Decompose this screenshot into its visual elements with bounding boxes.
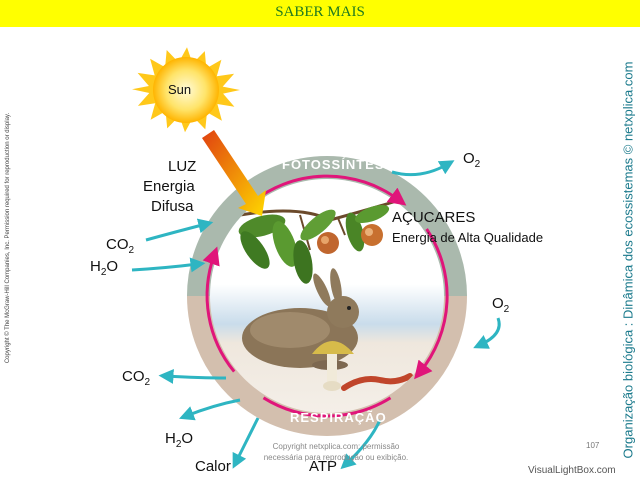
footer-copyright-line2: necessária para reprodução ou exibição. bbox=[263, 453, 409, 462]
footer-copyright-line1: Copyright netxplica.com: permissão bbox=[272, 442, 400, 451]
worm-icon bbox=[341, 373, 413, 391]
sun-label: Sun bbox=[168, 82, 192, 97]
co2-input-label: CO2 bbox=[106, 236, 135, 256]
exchange-arrows bbox=[131, 160, 501, 470]
atp-label: ATP bbox=[309, 458, 338, 475]
diffuse-label: Difusa bbox=[151, 198, 194, 215]
water-input-label: H2O bbox=[90, 258, 119, 278]
sugars-title: AÇUCARES bbox=[392, 209, 476, 226]
oxygen-input-label: O2 bbox=[492, 295, 510, 315]
heat-label: Calor bbox=[195, 458, 231, 475]
tree-branch-icon bbox=[238, 198, 401, 284]
water-output-label: H2O bbox=[165, 430, 194, 450]
page-number: 107 bbox=[586, 441, 600, 450]
cycle-arrows bbox=[202, 174, 449, 418]
sugars-subtitle: Energia de Alta Qualidade bbox=[392, 230, 544, 245]
co2-output-label: CO2 bbox=[122, 368, 151, 388]
footer-copyright: Copyright netxplica.com: permissão neces… bbox=[236, 441, 436, 463]
page-title: SABER MAIS bbox=[275, 4, 365, 20]
sun-icon bbox=[132, 47, 240, 133]
mushroom-icon bbox=[312, 341, 354, 391]
light-ray-icon bbox=[202, 130, 266, 216]
apple-icon bbox=[317, 224, 383, 254]
photosynthesis-label: FOTOSSÍNTESE bbox=[282, 157, 395, 172]
light-label: LUZ bbox=[168, 158, 197, 175]
cycle-ring bbox=[187, 156, 467, 436]
energy-label: Energia bbox=[143, 178, 195, 195]
watermark: VisualLightBox.com bbox=[528, 465, 616, 476]
respiration-label: RESPIRAÇÃO bbox=[290, 410, 387, 425]
header-bar bbox=[0, 0, 640, 27]
oxygen-output-label: O2 bbox=[463, 150, 481, 170]
